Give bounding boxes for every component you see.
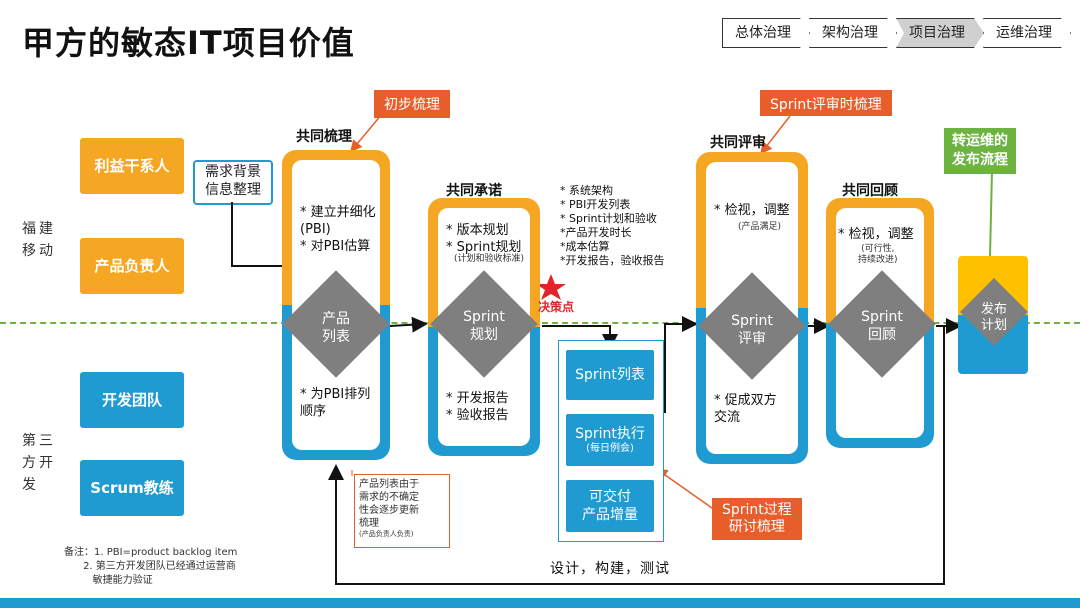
tag-sprint-review-comb: Sprint评审时梳理 bbox=[760, 90, 892, 116]
diamond-label-sprint-planning: Sprint 规划 bbox=[463, 309, 505, 343]
role-scrum-master: Scrum教练 bbox=[80, 460, 184, 516]
stage3-bottom-text: * 促成双方 交流 bbox=[714, 393, 777, 425]
role-stakeholder: 利益干系人 bbox=[80, 138, 184, 194]
diamond-label-release-plan: 发布 计划 bbox=[980, 302, 1007, 333]
sprint-execution-box: Sprint执行 (每日例会) bbox=[566, 414, 654, 466]
stage2-top-text: * 版本规划 * Sprint规划 bbox=[446, 223, 522, 255]
stage-label-retro: 共同回顾 bbox=[842, 183, 898, 199]
party-divider bbox=[0, 322, 1080, 324]
governance-nav: 总体治理 架构治理 项目治理 运维治理 bbox=[722, 18, 1070, 48]
tag-sprint-process-comb: Sprint过程 研讨梳理 bbox=[712, 498, 802, 540]
diamond-label-product-list: 产品 列表 bbox=[322, 311, 350, 345]
stage3-top-small: (产品满足) bbox=[738, 222, 782, 232]
artifacts-list: * 系统架构 * PBI开发列表 * Sprint计划和验收 *产品开发时长 *… bbox=[560, 184, 665, 267]
decision-point-label: 决策点 bbox=[538, 300, 575, 314]
stage-label-commit: 共同承诺 bbox=[446, 183, 502, 199]
side-label-third-party: 第三方开发 bbox=[22, 433, 56, 493]
role-dev-team: 开发团队 bbox=[80, 372, 184, 428]
stage1-top-text: * 建立并细化 (PBI) * 对PBI估算 bbox=[300, 205, 376, 254]
side-label-fujian: 福建移动 bbox=[22, 221, 56, 259]
footnote: 备注：1. PBI=product backlog item 2. 第三方开发团… bbox=[64, 547, 238, 586]
product-list-note-box: 产品列表由于 需求的不确定 性会逐步更新 梳理 (产品负责人负责) bbox=[354, 474, 450, 548]
product-list-note-small: (产品负责人负责) bbox=[359, 530, 414, 538]
sprint-exec-label: Sprint执行 bbox=[575, 426, 645, 442]
nav-step-overall[interactable]: 总体治理 bbox=[722, 18, 810, 48]
footer-bar bbox=[0, 598, 1080, 608]
stage2-top-small: (计划和验收标准) bbox=[454, 254, 525, 264]
tag-initial-comb: 初步梳理 bbox=[374, 90, 450, 118]
deliverable-increment-box: 可交付 产品增量 bbox=[566, 480, 654, 532]
nav-step-project[interactable]: 项目治理 bbox=[896, 18, 984, 48]
decision-star-icon bbox=[536, 274, 566, 300]
stage2-bottom-text: * 开发报告 * 验收报告 bbox=[446, 391, 509, 423]
stage1-bottom-text: * 为PBI排列 顺序 bbox=[300, 387, 371, 419]
stage-label-comb: 共同梳理 bbox=[296, 129, 352, 145]
requirement-background-box: 需求背景 信息整理 bbox=[193, 160, 273, 205]
stage-label-review: 共同评审 bbox=[710, 135, 766, 151]
sprint-list-label: Sprint列表 bbox=[575, 367, 645, 383]
nav-step-operations[interactable]: 运维治理 bbox=[983, 18, 1071, 48]
tag-release-process: 转运维的 发布流程 bbox=[944, 128, 1016, 174]
stage4-top-small: (可行性, 持续改进) bbox=[858, 244, 898, 265]
stage4-top-text: * 检视，调整 bbox=[838, 227, 914, 242]
stage3-top-text: * 检视，调整 bbox=[714, 203, 790, 218]
diamond-label-sprint-retro: Sprint 回顾 bbox=[861, 309, 903, 343]
build-caption: 设计，构建，测试 bbox=[550, 561, 670, 577]
diamond-label-sprint-review: Sprint 评审 bbox=[731, 313, 773, 347]
nav-step-architecture[interactable]: 架构治理 bbox=[809, 18, 897, 48]
product-list-note-text: 产品列表由于 需求的不确定 性会逐步更新 梳理 bbox=[359, 479, 419, 529]
page-title: 甲方的敏态IT项目价值 bbox=[22, 24, 355, 62]
sprint-exec-small: (每日例会) bbox=[586, 443, 634, 454]
sprint-list-box: Sprint列表 bbox=[566, 350, 654, 400]
role-product-owner: 产品负责人 bbox=[80, 238, 184, 294]
